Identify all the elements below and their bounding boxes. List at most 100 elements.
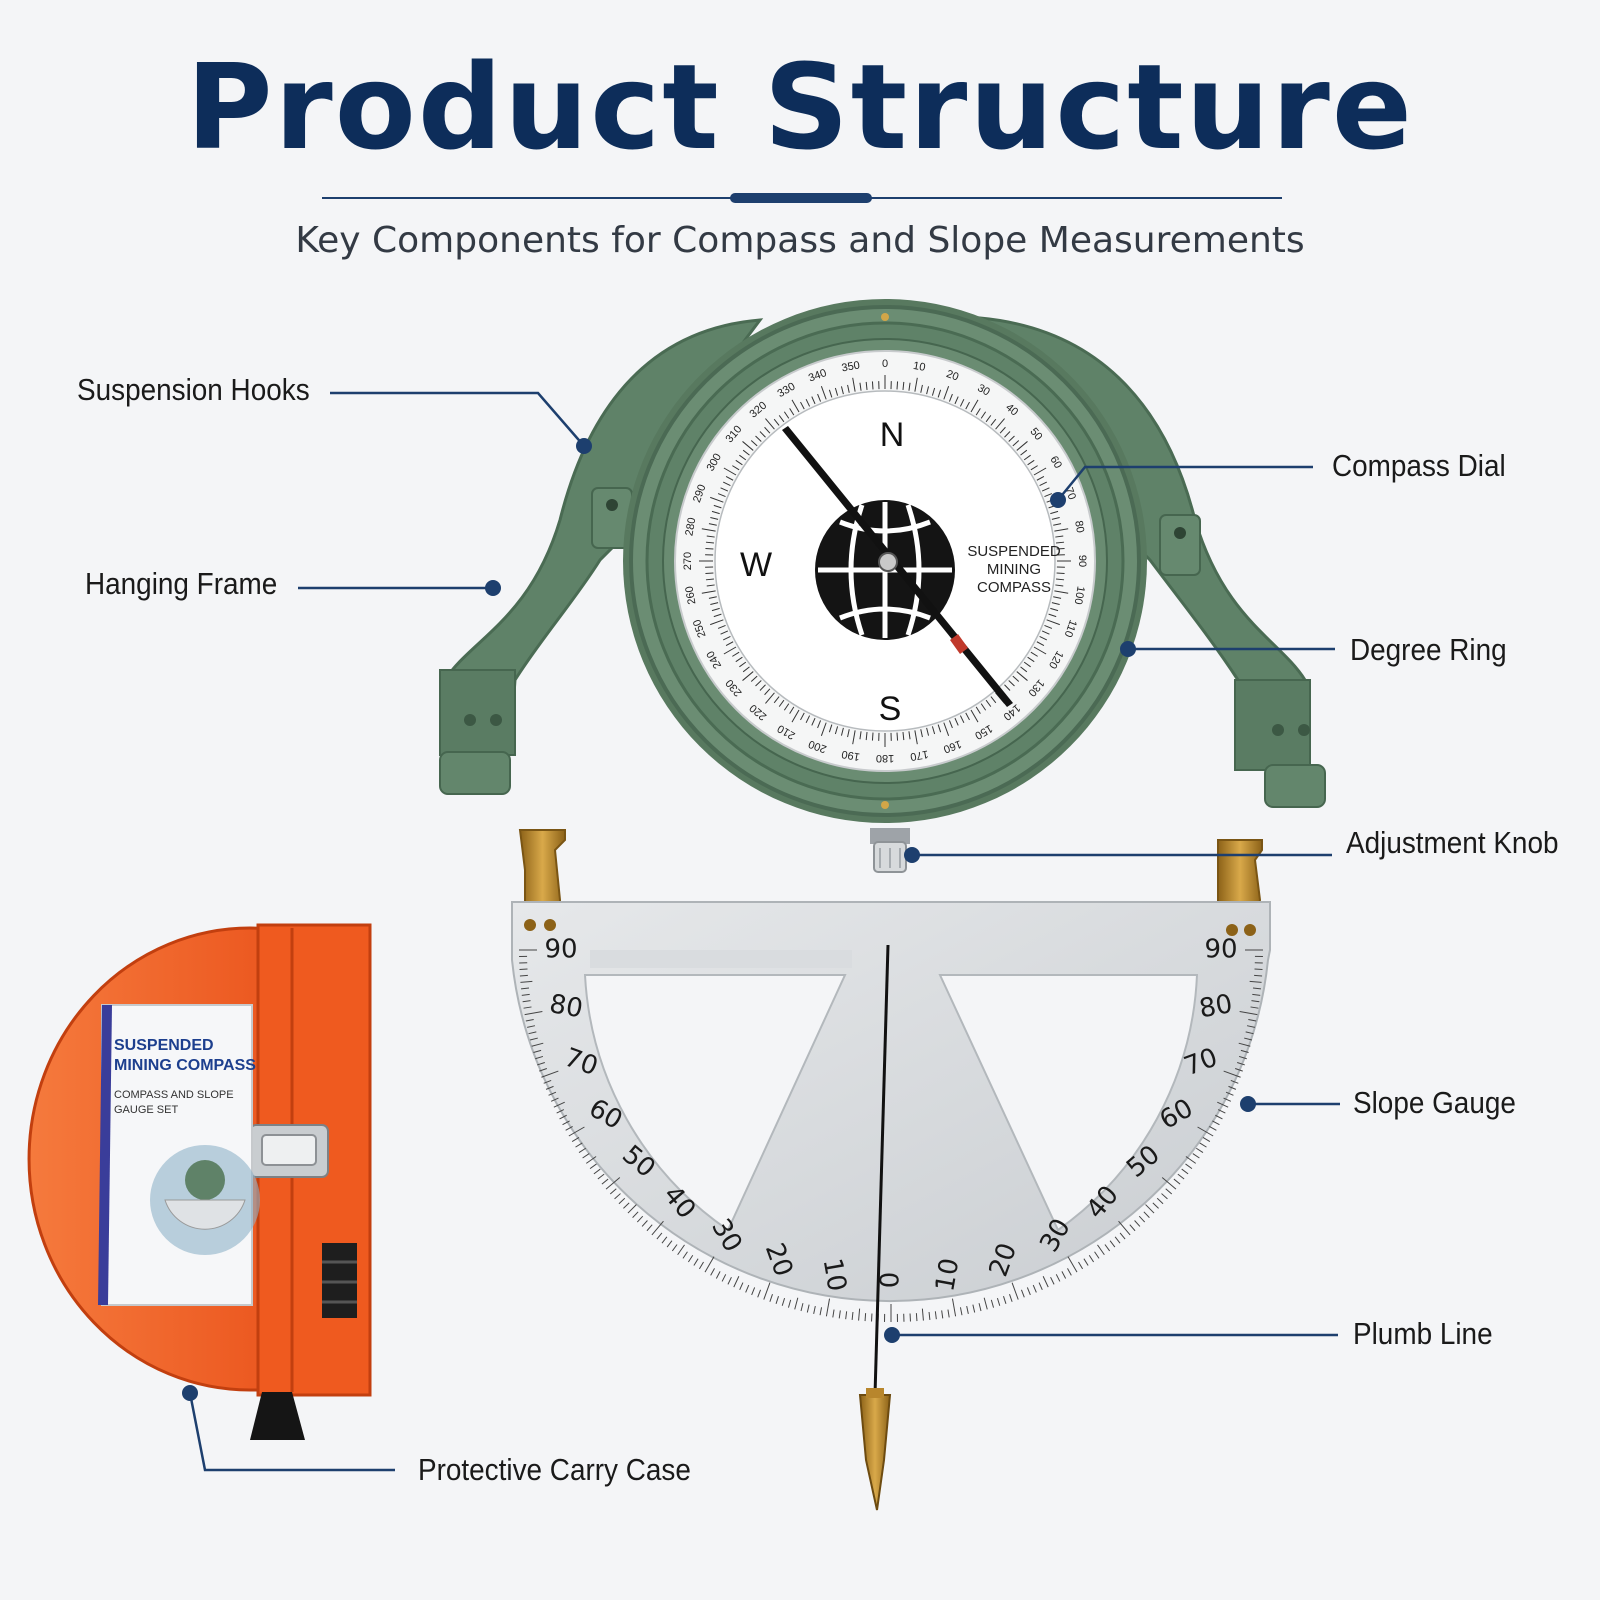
adjustment-knob bbox=[870, 828, 910, 873]
slope-scale-ticks bbox=[519, 949, 1263, 1322]
degree-tick bbox=[705, 578, 714, 581]
degree-tick bbox=[717, 624, 726, 629]
slope-tick bbox=[1138, 1215, 1146, 1223]
callout-hanging-frame: Hanging Frame bbox=[85, 566, 278, 601]
page-subtitle: Key Components for Compass and Slope Mea… bbox=[295, 220, 1305, 261]
degree-tick bbox=[750, 440, 758, 447]
degree-tick bbox=[1023, 454, 1031, 461]
degree-tick bbox=[759, 684, 766, 691]
slope-tick bbox=[1240, 1049, 1249, 1054]
slope-tick bbox=[934, 1311, 937, 1320]
slope-tick bbox=[1104, 1244, 1111, 1252]
slope-tick bbox=[1215, 1114, 1223, 1120]
degree-tick bbox=[1016, 671, 1028, 681]
degree-tick bbox=[852, 377, 856, 392]
slope-tick bbox=[1239, 1010, 1258, 1016]
slope-tick bbox=[1235, 1068, 1243, 1072]
slope-tick bbox=[928, 1311, 931, 1321]
slope-tick bbox=[710, 1268, 715, 1276]
slope-tick bbox=[1244, 1037, 1253, 1041]
slope-tick bbox=[1152, 1202, 1159, 1209]
degree-tick bbox=[1033, 467, 1047, 476]
degree-tick bbox=[965, 712, 970, 721]
degree-tick bbox=[1036, 641, 1045, 646]
slope-tick bbox=[632, 1211, 639, 1218]
slope-tick bbox=[1225, 1091, 1234, 1096]
degree-tick bbox=[720, 630, 729, 635]
degree-tick bbox=[948, 720, 953, 729]
degree-tick bbox=[705, 541, 714, 544]
degree-tick bbox=[1054, 590, 1069, 594]
degree-tick bbox=[920, 384, 923, 393]
degree-tick bbox=[708, 596, 717, 599]
slope-tick bbox=[666, 1240, 673, 1248]
slope-tick bbox=[951, 1298, 957, 1317]
slope-tick bbox=[537, 1062, 545, 1066]
slope-tick bbox=[520, 987, 530, 990]
degree-tick bbox=[999, 426, 1006, 434]
slope-tick bbox=[623, 1202, 630, 1209]
slope-tick bbox=[578, 1147, 586, 1154]
slope-tick bbox=[1119, 1232, 1126, 1240]
slope-tick bbox=[568, 1126, 585, 1137]
slope-tick bbox=[959, 1307, 963, 1316]
slope-tick bbox=[545, 1085, 554, 1090]
degree-label: 20 bbox=[945, 368, 961, 383]
degree-tick bbox=[742, 449, 750, 456]
degree-tick bbox=[859, 731, 862, 740]
slope-tick bbox=[575, 1142, 583, 1148]
slope-tick bbox=[651, 1220, 664, 1236]
degree-tick bbox=[985, 415, 992, 423]
degree-label: 350 bbox=[841, 359, 861, 374]
callout-compass-dial: Compass Dial bbox=[1332, 448, 1506, 483]
degree-tick bbox=[1055, 584, 1064, 587]
slope-tick bbox=[601, 1178, 609, 1185]
degree-label: 0 bbox=[882, 358, 888, 370]
degree-tick bbox=[828, 724, 833, 733]
degree-tick bbox=[820, 722, 827, 736]
degree-label: 80 bbox=[1072, 520, 1086, 534]
slope-tick bbox=[941, 1310, 944, 1319]
slope-tick bbox=[589, 1163, 597, 1170]
degree-tick bbox=[840, 386, 844, 395]
degree-tick bbox=[1053, 523, 1062, 526]
degree-tick bbox=[1020, 449, 1028, 456]
degree-tick bbox=[723, 646, 737, 655]
slope-tick bbox=[983, 1297, 988, 1310]
degree-tick bbox=[847, 729, 850, 738]
degree-tick bbox=[859, 382, 862, 391]
slope-tick bbox=[1197, 1126, 1214, 1137]
protective-carry-case: SUSPENDED MINING COMPASS COMPASS AND SLO… bbox=[27, 923, 372, 1440]
slope-tick bbox=[813, 1305, 816, 1314]
slope-tick bbox=[636, 1215, 644, 1223]
degree-tick bbox=[980, 411, 987, 419]
degree-tick bbox=[1008, 680, 1015, 687]
degree-tick bbox=[778, 415, 785, 423]
slope-tick bbox=[528, 1031, 537, 1035]
slope-tick bbox=[1209, 1126, 1217, 1131]
slope-tick bbox=[618, 1197, 626, 1205]
slope-tick bbox=[1129, 1224, 1136, 1232]
slope-tick bbox=[1230, 1079, 1239, 1084]
slope-tick bbox=[1177, 1173, 1185, 1180]
slope-label: 90 bbox=[544, 935, 577, 965]
degree-tick bbox=[1051, 602, 1060, 606]
degree-tick bbox=[705, 572, 714, 575]
compass-needle bbox=[782, 426, 1013, 707]
slope-tick bbox=[519, 974, 528, 977]
degree-tick bbox=[765, 692, 775, 704]
slope-tick bbox=[806, 1304, 810, 1313]
degree-tick bbox=[1030, 465, 1038, 471]
slope-tick bbox=[1038, 1282, 1043, 1291]
degree-tick bbox=[975, 706, 981, 714]
degree-tick bbox=[789, 408, 795, 416]
degree-tick bbox=[710, 516, 719, 520]
degree-label: 180 bbox=[876, 752, 894, 764]
slope-tick bbox=[605, 1177, 621, 1190]
callout-lines bbox=[188, 391, 1340, 1472]
degree-tick bbox=[1044, 493, 1053, 498]
callout-degree-ring: Degree Ring bbox=[1350, 632, 1507, 667]
degree-tick bbox=[834, 726, 839, 735]
